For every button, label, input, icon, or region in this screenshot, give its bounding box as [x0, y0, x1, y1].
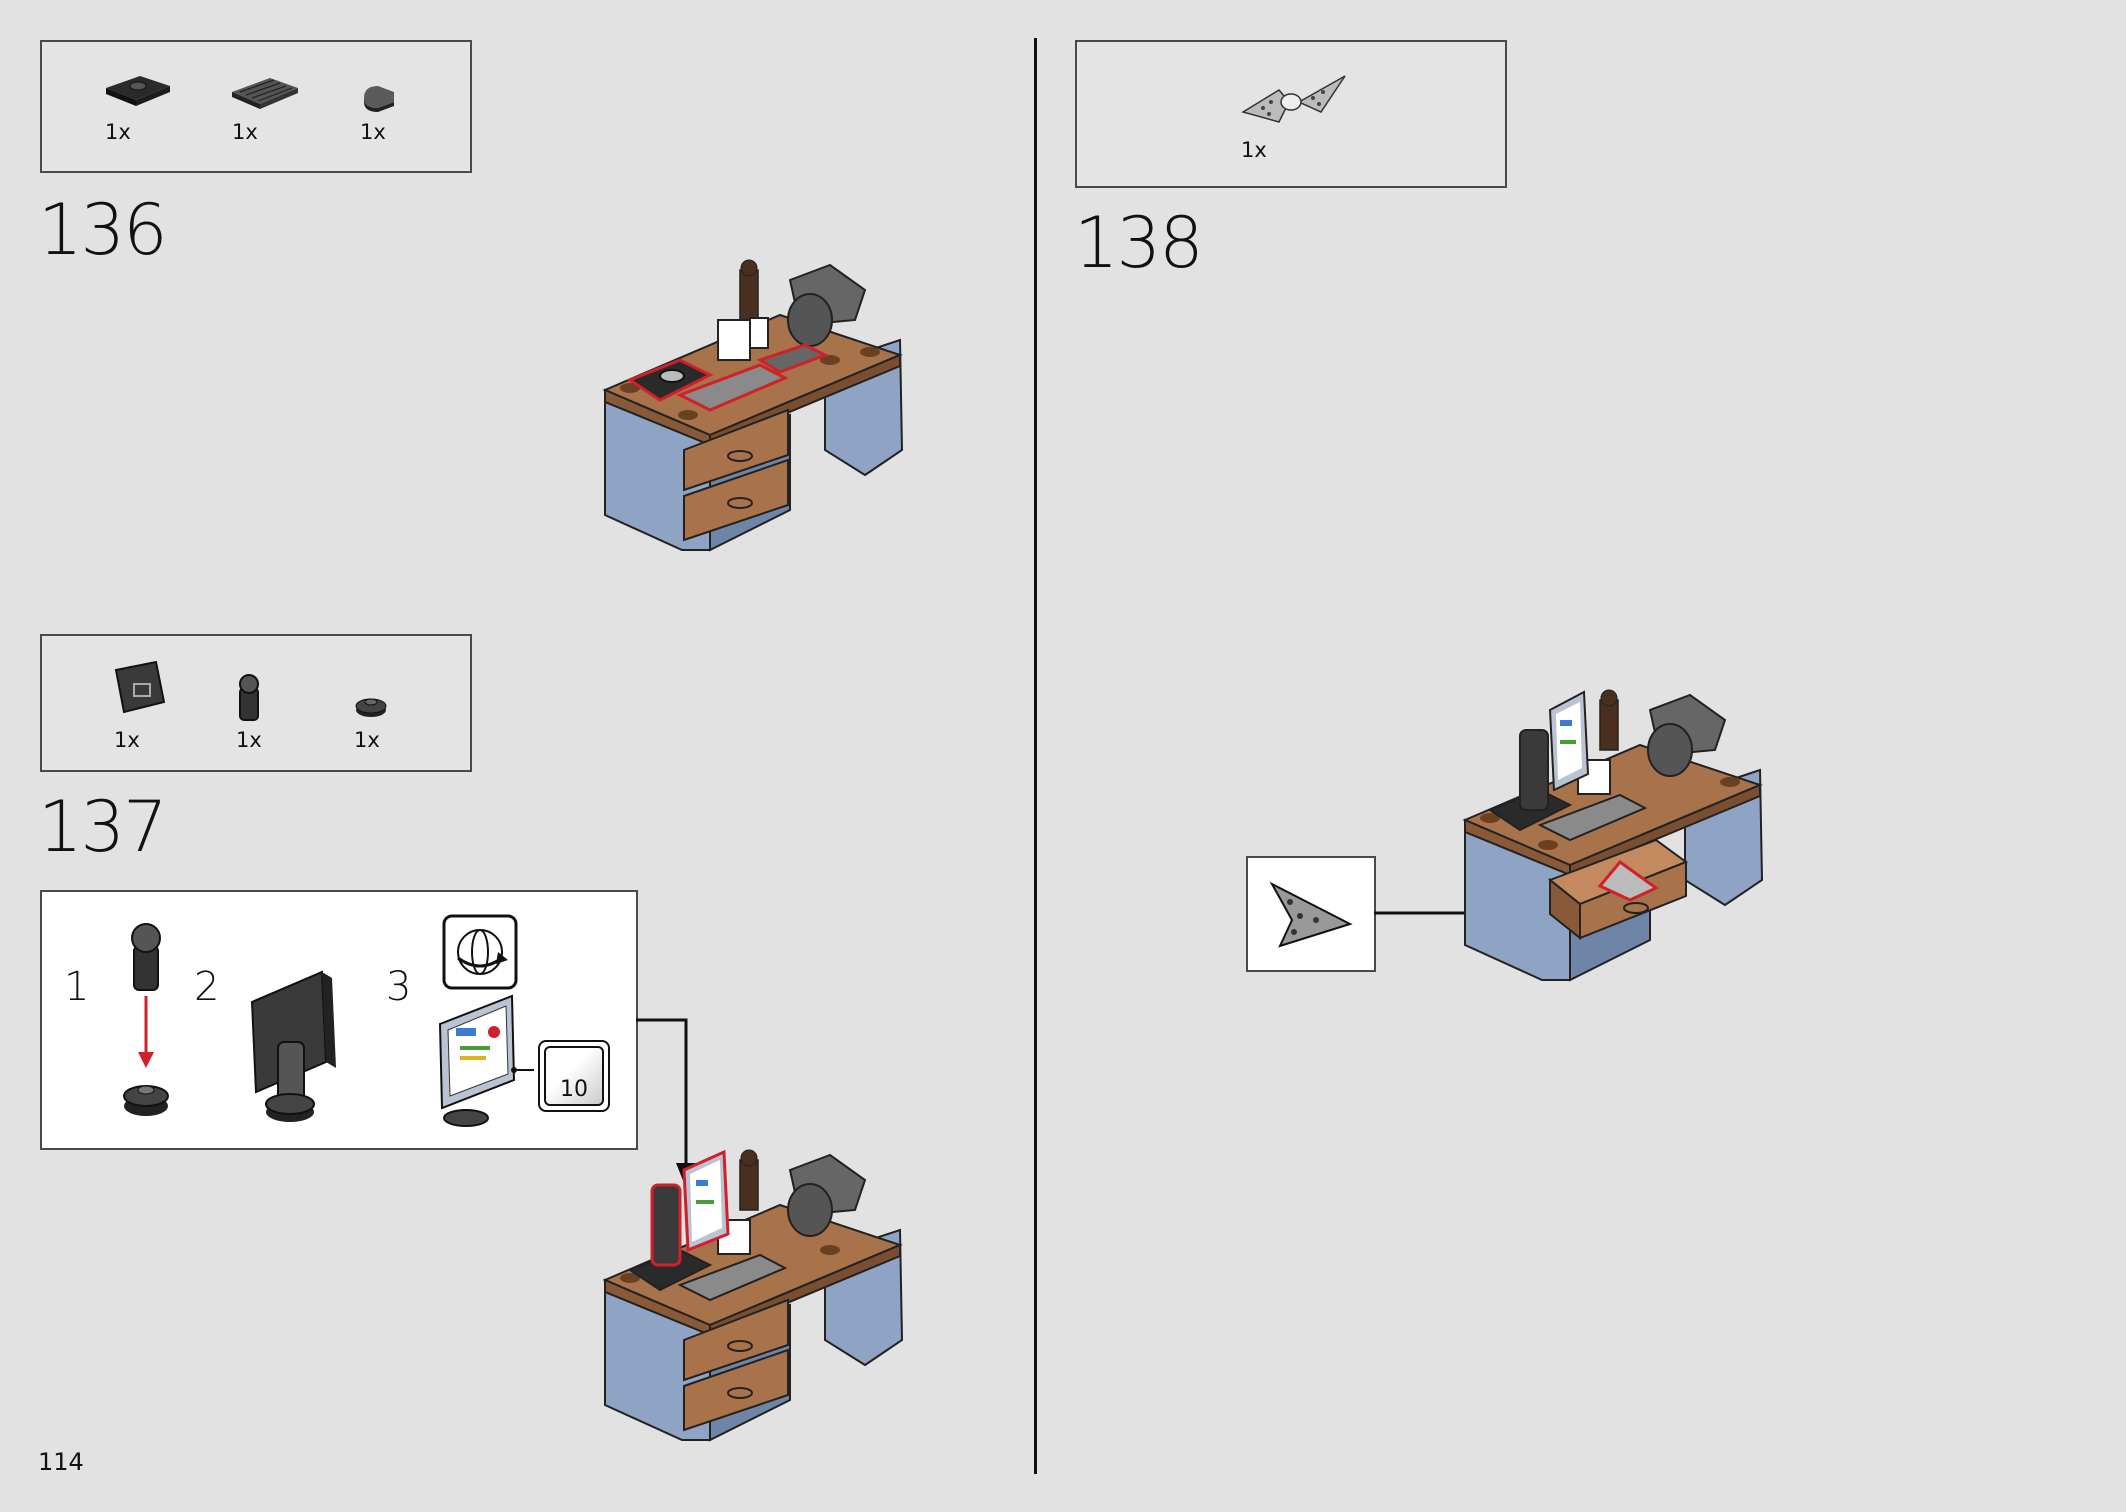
batarang-side-icon: [1269, 881, 1353, 948]
part-qty: 1x: [236, 728, 262, 752]
desk-assembly-137: [602, 1149, 904, 1442]
round-tile-icon: [364, 86, 394, 112]
sticker-callout: 10: [538, 1040, 610, 1112]
part-qty: 1x: [114, 728, 140, 752]
step-number-138: 138: [1074, 202, 1204, 284]
tile-with-stud-icon: [106, 76, 170, 106]
step-number-136: 136: [38, 189, 168, 271]
substep-number-2: 2: [194, 964, 220, 1010]
bracket-clip-icon: [239, 674, 259, 721]
parts-list-136: 1x 1x 1x: [40, 40, 472, 173]
substep-number-3: 3: [386, 964, 412, 1010]
batarang-icon: [1241, 75, 1346, 123]
sub-assembly-box-137: 1 2 3 10: [40, 890, 638, 1150]
parts-list-137: 1x 1x 1x: [40, 634, 472, 772]
step-number-137: 137: [38, 786, 168, 868]
monitor-screen-icon: [114, 660, 166, 714]
part-qty: 1x: [354, 728, 380, 752]
substep-number-1: 1: [64, 964, 90, 1010]
desk-assembly-136: [602, 259, 904, 552]
round-plate-icon: [355, 698, 387, 717]
part-qty: 1x: [105, 120, 131, 144]
part-qty: 1x: [360, 120, 386, 144]
monitor-with-sticker-illustration: [438, 994, 534, 1127]
sticker-number: 10: [560, 1077, 588, 1102]
desk-assembly-138: [1462, 689, 1764, 982]
parts-list-138: 1x: [1075, 40, 1507, 188]
keyboard-tile-icon: [232, 78, 298, 109]
substep-1-illustration: [123, 923, 169, 1116]
page-number: 114: [38, 1448, 84, 1476]
substep-2-illustration: [250, 970, 336, 1122]
part-qty: 1x: [232, 120, 258, 144]
page-divider: [1034, 38, 1037, 1474]
batarang-callout-box: [1246, 856, 1376, 972]
part-qty: 1x: [1241, 138, 1267, 162]
rotate-model-icon: [442, 914, 518, 990]
